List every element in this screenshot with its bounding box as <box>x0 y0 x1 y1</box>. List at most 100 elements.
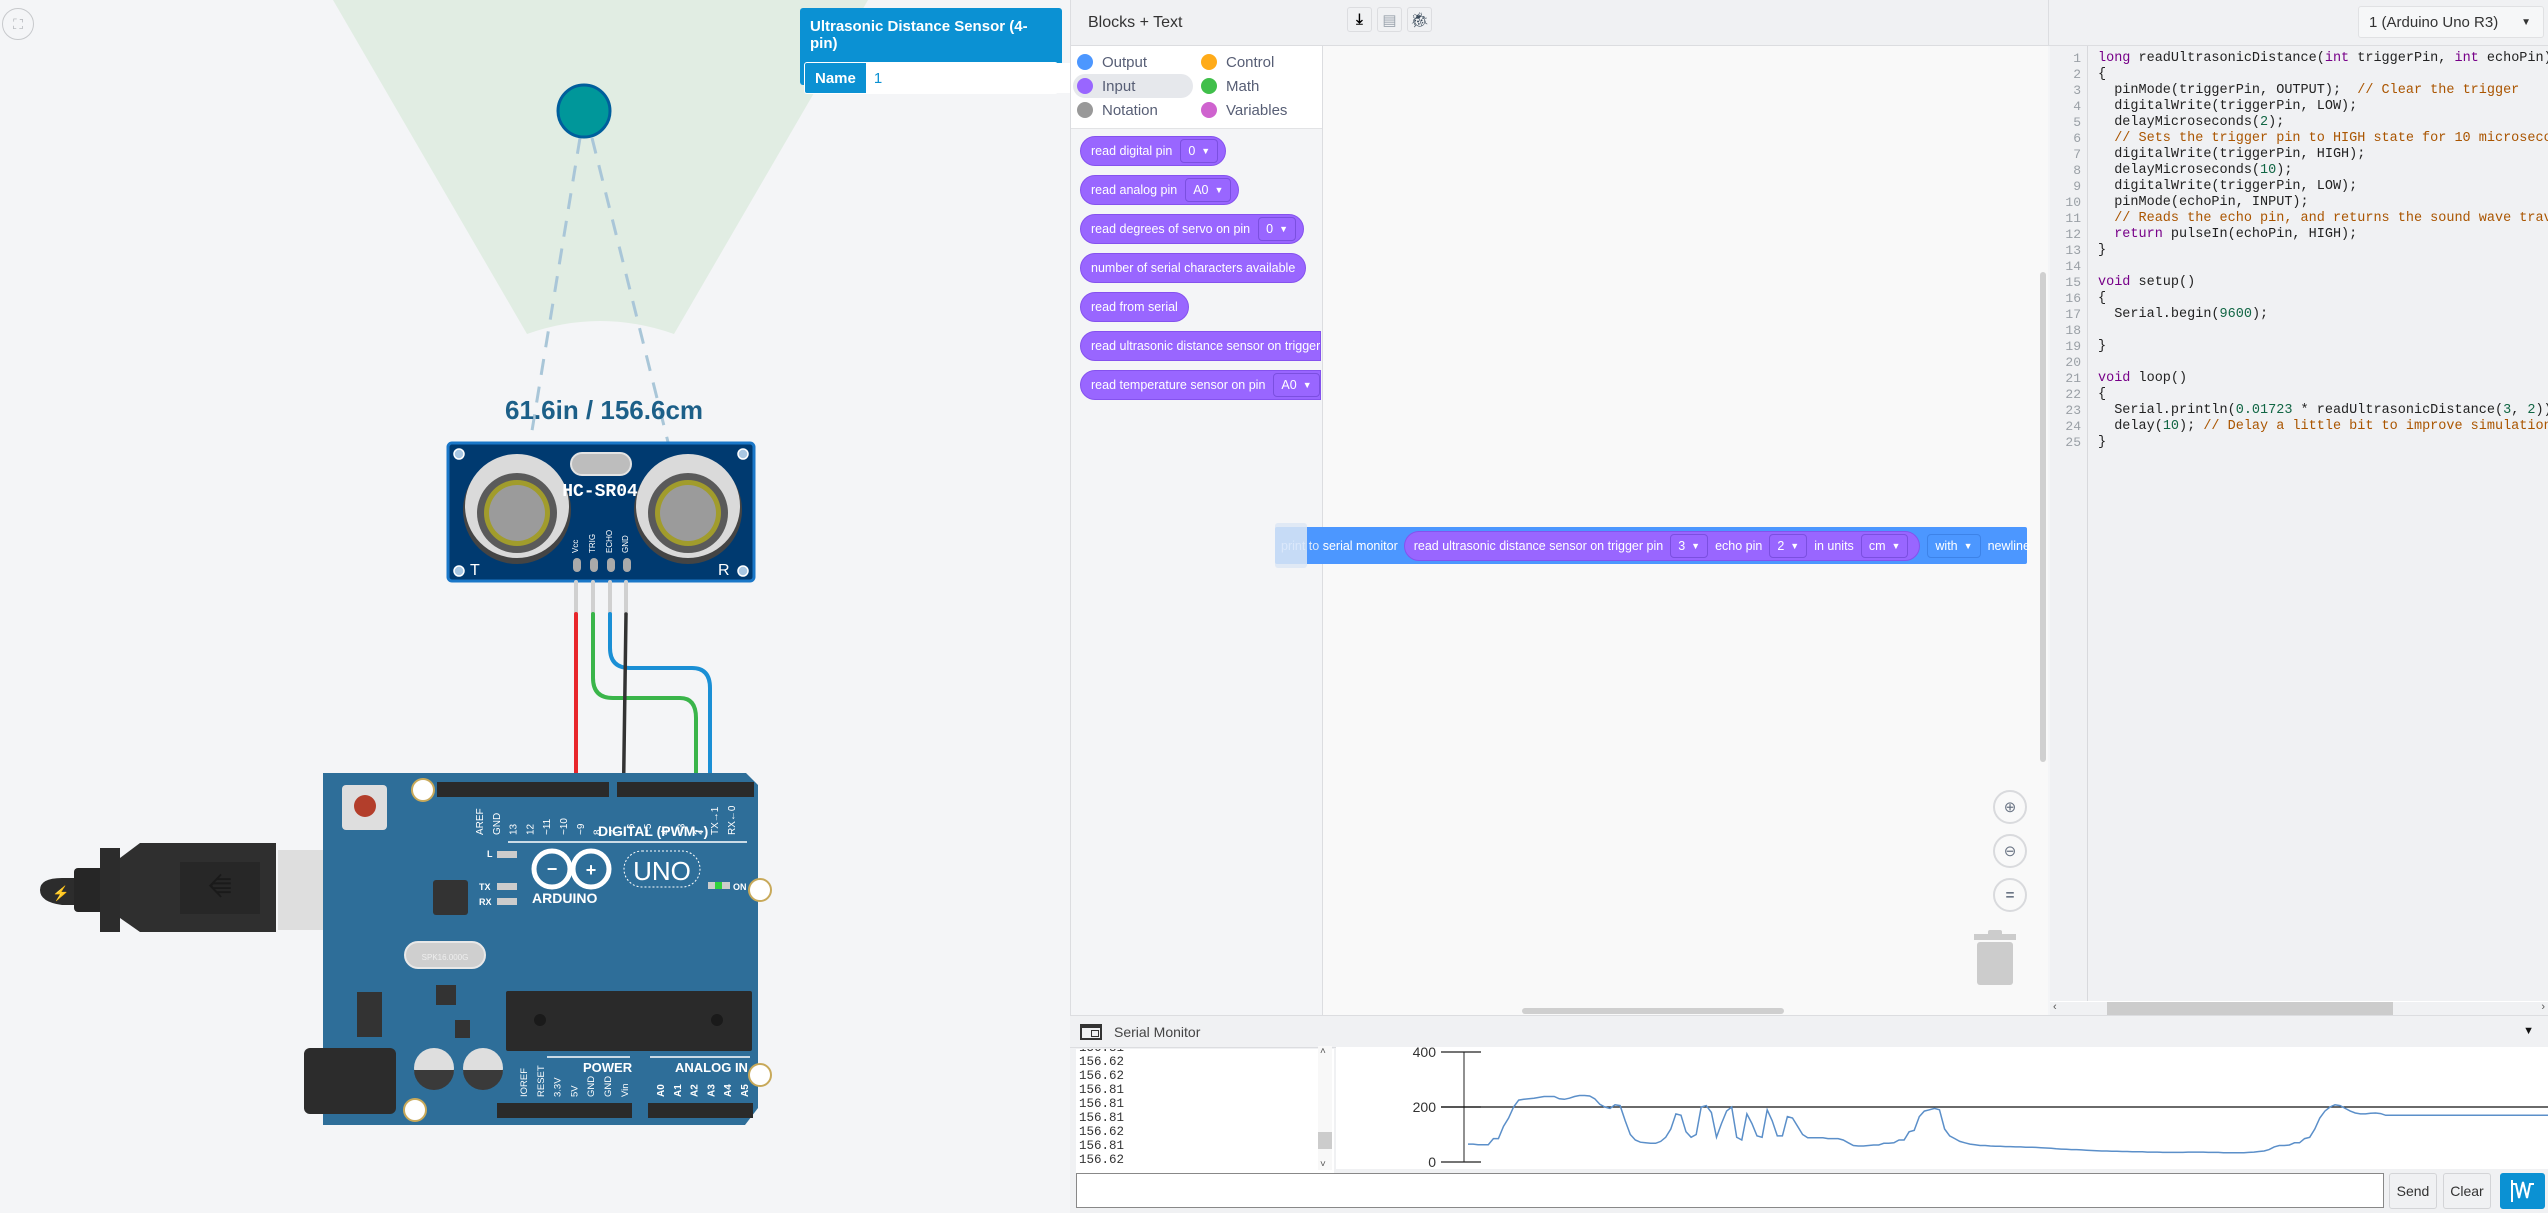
trash-icon[interactable] <box>1974 930 2016 985</box>
caret-down-icon: ▼ <box>1201 146 1211 156</box>
category-notation[interactable]: Notation <box>1073 98 1193 122</box>
workspace-vertical-scrollbar[interactable] <box>2040 272 2046 762</box>
code-line[interactable] <box>2088 259 2548 275</box>
code-line[interactable]: { <box>2088 67 2548 83</box>
code-token: delayMicroseconds( <box>2098 115 2261 130</box>
code-line[interactable]: digitalWrite(triggerPin, LOW); <box>2088 179 2548 195</box>
code-line[interactable]: } <box>2088 339 2548 355</box>
scroll-down-icon[interactable]: ˅ <box>1320 1159 1326 1170</box>
block-read-ultrasonic-distance[interactable]: read ultrasonic distance sensor on trigg… <box>1403 530 1921 561</box>
pin-dropdown[interactable]: A0▼ <box>1185 178 1232 202</box>
caret-down-icon: ▼ <box>1214 185 1224 195</box>
serial-output-scrollbar[interactable]: ˄ ˅ <box>1318 1046 1332 1170</box>
scroll-left-icon[interactable]: ‹ <box>2053 1001 2057 1013</box>
toggle-graph-button[interactable] <box>2500 1173 2545 1209</box>
code-line[interactable]: digitalWrite(triggerPin, HIGH); <box>2088 147 2548 163</box>
code-line[interactable]: { <box>2088 387 2548 403</box>
pin-dropdown[interactable]: A0▼ <box>1273 373 1320 397</box>
circuit-canvas[interactable]: HC-SR04 T R Vcc TRIG ECHO GND <box>0 0 1070 1213</box>
code-editor[interactable]: long readUltrasonicDistance(int triggerP… <box>2088 46 2548 1001</box>
code-line[interactable]: } <box>2088 435 2548 451</box>
workspace-horizontal-scrollbar[interactable] <box>1522 1008 1784 1014</box>
code-line[interactable]: pinMode(echoPin, INPUT); <box>2088 195 2548 211</box>
line-number: 20 <box>2065 355 2081 370</box>
pin-label: GND <box>492 813 503 835</box>
code-line[interactable]: long readUltrasonicDistance(int triggerP… <box>2088 51 2548 67</box>
block-categories: Output Control Input Math Notation Varia… <box>1071 46 1322 129</box>
category-variables[interactable]: Variables <box>1197 98 1317 122</box>
zoom-in-button[interactable]: ⊕ <box>1993 790 2027 824</box>
y-tick-label: 200 <box>1413 1099 1437 1115</box>
collapse-caret-icon[interactable]: ▼ <box>2523 1025 2534 1037</box>
pin-label: GND <box>603 1076 614 1097</box>
serial-monitor-header[interactable]: Serial Monitor <box>1070 1016 2548 1048</box>
wire-trig-d3[interactable] <box>591 612 698 792</box>
code-line[interactable]: Serial.println(0.01723 * readUltrasonicD… <box>2088 403 2548 419</box>
scroll-thumb[interactable] <box>1318 1132 1332 1149</box>
category-math-dot <box>1201 78 1217 94</box>
code-token: readUltrasonicDistance( <box>2130 51 2325 66</box>
code-scroll-thumb[interactable] <box>2107 1002 2393 1015</box>
reset-zoom-button[interactable]: = <box>1993 878 2027 912</box>
code-line[interactable]: { <box>2088 291 2548 307</box>
code-line[interactable]: } <box>2088 243 2548 259</box>
fit-view-button[interactable]: ⛶ <box>2 8 34 40</box>
category-label: Notation <box>1102 101 1158 119</box>
line-number: 23 <box>2065 403 2081 418</box>
code-line[interactable]: digitalWrite(triggerPin, LOW); <box>2088 99 2548 115</box>
code-line[interactable]: void setup() <box>2088 275 2548 291</box>
code-line[interactable] <box>2088 355 2548 371</box>
code-line[interactable]: void loop() <box>2088 371 2548 387</box>
block-read-ultrasonic-sensor[interactable]: read ultrasonic distance sensor on trigg… <box>1080 331 1322 361</box>
board-select-dropdown[interactable]: 1 (Arduino Uno R3) ▼ <box>2358 6 2544 38</box>
code-line[interactable]: delayMicroseconds(10); <box>2088 163 2548 179</box>
zoom-out-button[interactable]: ⊖ <box>1993 834 2027 868</box>
echo-pin-dropdown[interactable]: 2▼ <box>1769 533 1808 558</box>
upload-library-button[interactable]: ▤ <box>1377 7 1402 32</box>
send-button[interactable]: Send <box>2389 1173 2437 1209</box>
scroll-right-icon[interactable]: › <box>2541 1001 2545 1013</box>
pin-label: 4 <box>660 829 671 835</box>
code-token: 10 <box>2162 419 2180 434</box>
hc-sr04-sensor[interactable]: HC-SR04 T R Vcc TRIG ECHO GND <box>446 441 756 583</box>
component-name-input[interactable] <box>865 63 1081 93</box>
clear-button[interactable]: Clear <box>2443 1173 2491 1209</box>
category-input[interactable]: Input <box>1073 74 1193 98</box>
pin-dropdown[interactable]: 0▼ <box>1258 217 1297 241</box>
newline-mode-dropdown[interactable]: with▼ <box>1927 533 1981 558</box>
code-line[interactable]: delayMicroseconds(2); <box>2088 115 2548 131</box>
serial-send-input[interactable] <box>1076 1173 2384 1208</box>
pin-dropdown[interactable]: 0▼ <box>1180 139 1219 163</box>
code-line[interactable]: // Reads the echo pin, and returns the s… <box>2088 211 2548 227</box>
caret-down-icon: ▼ <box>2521 16 2531 28</box>
category-output[interactable]: Output <box>1073 50 1193 74</box>
trigger-pin-dropdown[interactable]: 3▼ <box>1670 533 1709 558</box>
code-line[interactable]: // Sets the trigger pin to HIGH state fo… <box>2088 131 2548 147</box>
component-title: Ultrasonic Distance Sensor (4-pin) <box>810 18 1028 52</box>
download-code-button[interactable]: ⤓ <box>1347 7 1372 32</box>
block-read-from-serial[interactable]: read from serial <box>1080 292 1189 322</box>
code-line[interactable]: Serial.begin(9600); <box>2088 307 2548 323</box>
scroll-up-icon[interactable]: ˄ <box>1320 1046 1326 1057</box>
serial-output[interactable]: 156.81156.62156.62156.81156.81156.81156.… <box>1076 1049 1334 1173</box>
debugger-button[interactable]: 🐞︎ <box>1407 7 1432 32</box>
code-mode-selector[interactable]: Blocks + Text <box>1071 0 1322 46</box>
category-math[interactable]: Math <box>1197 74 1317 98</box>
target-object[interactable] <box>556 83 612 139</box>
code-token: ); <box>2179 419 2204 434</box>
block-serial-available[interactable]: number of serial characters available <box>1080 253 1307 283</box>
code-line[interactable]: delay(10); // Delay a little bit to impr… <box>2088 419 2548 435</box>
wire-echo-d2[interactable] <box>608 612 712 792</box>
block-print-to-serial-monitor[interactable]: print to serial monitor read ultrasonic … <box>1275 523 2030 568</box>
code-line[interactable]: return pulseIn(echoPin, HIGH); <box>2088 227 2548 243</box>
category-control[interactable]: Control <box>1197 50 1317 74</box>
print-block-label: print to serial monitor <box>1281 538 1398 553</box>
code-line[interactable]: pinMode(triggerPin, OUTPUT); // Clear th… <box>2088 83 2548 99</box>
units-dropdown[interactable]: cm▼ <box>1860 533 1909 558</box>
code-line[interactable] <box>2088 323 2548 339</box>
